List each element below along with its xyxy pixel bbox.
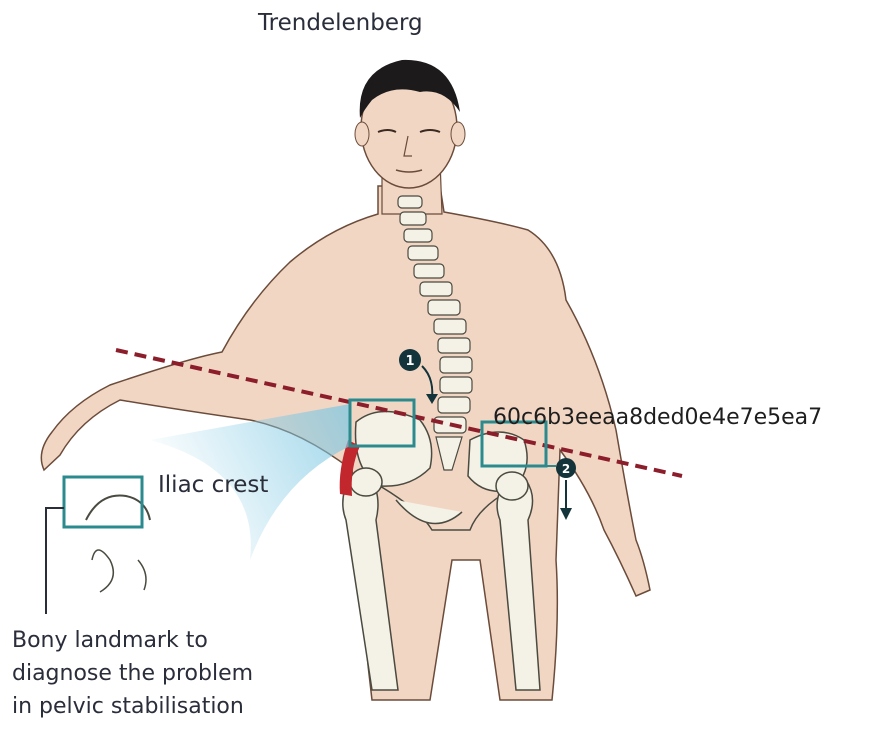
note-line-2: diagnose the problem	[12, 657, 332, 690]
callout-box-iliac	[64, 477, 142, 527]
pelvis-magnified	[92, 550, 146, 592]
right-ear	[451, 122, 465, 146]
note-leader-line	[46, 508, 64, 614]
iliac-crest-label: Iliac crest	[158, 472, 268, 498]
marker-2-arrowhead	[560, 508, 572, 520]
overlay-id-text: 60c6b3eeaa8ded0e4e7e5ea7	[493, 405, 822, 430]
iliac-crest-magnified	[86, 496, 150, 521]
marker-2-label: 2	[562, 462, 570, 476]
diagram-title: Trendelenberg	[258, 10, 423, 36]
note-line-1: Bony landmark to	[12, 624, 332, 657]
marker-1-label: 1	[405, 354, 414, 369]
landmark-note: Bony landmark to diagnose the problem in…	[12, 624, 332, 723]
note-line-3: in pelvic stabilisation	[12, 690, 332, 723]
left-ear	[355, 122, 369, 146]
